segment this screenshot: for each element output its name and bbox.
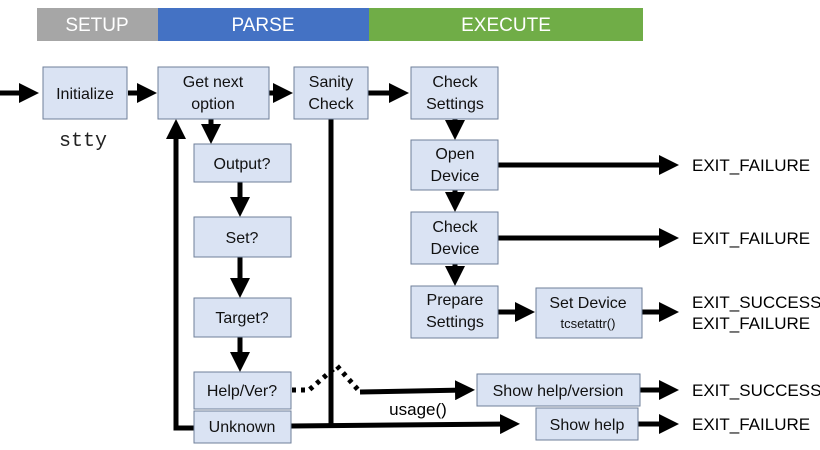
node-check-settings-line1: Check — [432, 74, 478, 91]
node-prepare-settings-line2: Settings — [426, 314, 484, 331]
node-get-next-option-line2: option — [191, 96, 235, 113]
node-show-help-version: Show help/version — [476, 373, 641, 407]
node-get-next-option-line1: Get next — [183, 74, 244, 91]
node-target: Target? — [193, 297, 292, 338]
node-show-help: Show help — [535, 407, 639, 441]
node-help-ver-label: Help/Ver? — [207, 383, 277, 400]
node-check-settings-line2: Settings — [426, 96, 484, 113]
node-unknown-label: Unknown — [209, 419, 276, 436]
node-output: Output? — [193, 143, 292, 183]
outcome-set-device-fail: EXIT_FAILURE — [692, 314, 810, 333]
phase-parse: PARSE — [158, 8, 369, 41]
arrow-to-show-help-version — [359, 380, 475, 401]
node-show-help-version-label: Show help/version — [493, 383, 624, 400]
node-open-device-line2: Device — [431, 168, 480, 185]
node-set: Set? — [193, 216, 292, 258]
node-prepare-settings-line1: Prepare — [427, 292, 484, 309]
node-check-device-line2: Device — [431, 241, 480, 258]
annotation-usage: usage() — [389, 400, 447, 419]
node-sanity-check: Sanity Check — [293, 66, 369, 120]
phase-setup-label: SETUP — [65, 15, 128, 36]
node-show-help-label: Show help — [550, 417, 625, 434]
node-initialize-label: Initialize — [56, 86, 114, 103]
node-target-label: Target? — [215, 310, 268, 327]
node-check-device-line1: Check — [432, 219, 478, 236]
outcome-set-device-success: EXIT_SUCCESS — [692, 293, 820, 312]
arrow-to-show-help — [290, 414, 520, 435]
node-set-device-sublabel: tcsetattr() — [561, 316, 616, 331]
node-set-label: Set? — [226, 230, 259, 247]
node-get-next-option: Get next option — [157, 66, 270, 120]
phase-setup: SETUP — [37, 8, 158, 41]
outcome-open-device-fail: EXIT_FAILURE — [692, 156, 810, 175]
node-unknown: Unknown — [193, 410, 292, 444]
phase-execute-label: EXECUTE — [461, 15, 551, 36]
node-prepare-settings: Prepare Settings — [410, 285, 499, 339]
outcome-help-success: EXIT_SUCCESS — [692, 381, 820, 400]
loop-back-arrow — [166, 119, 194, 431]
dotted-help-path — [292, 362, 362, 394]
node-set-device-label: Set Device — [549, 295, 626, 312]
annotation-stty: stty — [59, 130, 107, 153]
outcome-check-device-fail: EXIT_FAILURE — [692, 229, 810, 248]
phase-parse-label: PARSE — [231, 15, 294, 36]
node-output-label: Output? — [214, 156, 271, 173]
connectors — [0, 83, 679, 435]
outcome-unknown-fail: EXIT_FAILURE — [692, 415, 810, 434]
node-sanity-check-line2: Check — [308, 96, 354, 113]
node-initialize: Initialize — [42, 66, 128, 120]
node-open-device-line1: Open — [435, 146, 474, 163]
node-check-device: Check Device — [410, 211, 499, 265]
node-help-ver: Help/Ver? — [193, 371, 292, 410]
phase-execute: EXECUTE — [369, 8, 643, 41]
node-check-settings: Check Settings — [410, 66, 499, 120]
node-open-device: Open Device — [410, 139, 499, 191]
node-sanity-check-line1: Sanity — [309, 74, 353, 91]
node-set-device: Set Device tcsetattr() — [535, 287, 643, 339]
